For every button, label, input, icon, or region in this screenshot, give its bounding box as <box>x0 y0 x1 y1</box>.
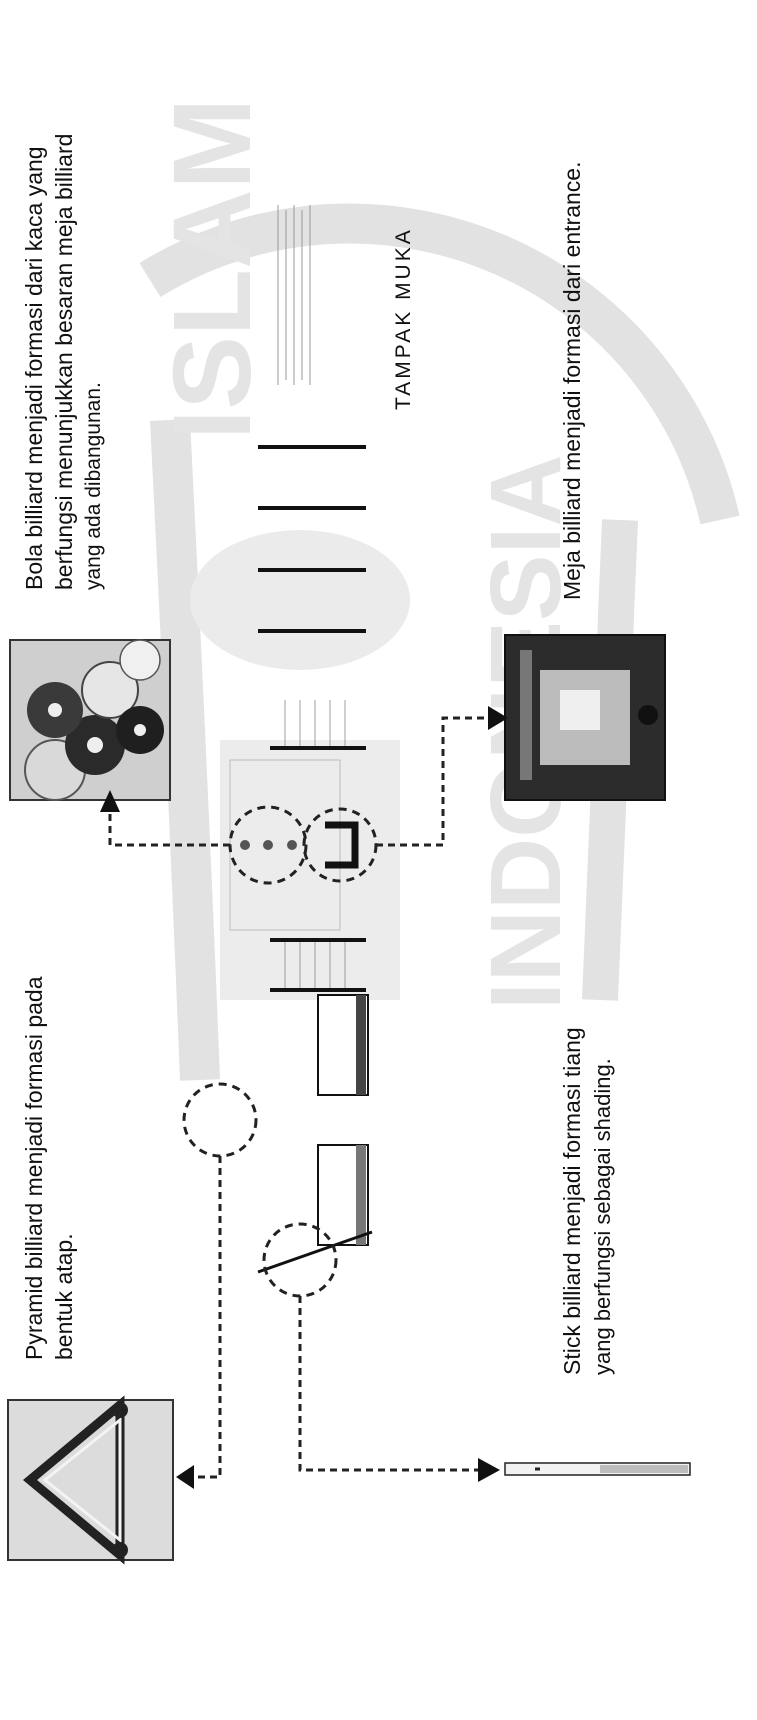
caption-stick-line-2: yang berfungsi sebagai shading. <box>590 1058 615 1375</box>
billiard-triangle-rack-photo <box>7 1395 174 1565</box>
caption-pyramid: Pyramid billiard menjadi formasi pada be… <box>21 976 77 1360</box>
caption-meja-line-1: Meja billiard menjadi formasi dari entra… <box>559 162 585 600</box>
caption-pyramid-line-2: bentuk atap. <box>51 1233 77 1360</box>
arrow-table-icon <box>488 706 508 730</box>
watermark-arc-left <box>150 419 220 1081</box>
callout-circle-stick <box>262 1222 338 1298</box>
watermark-logo: ISLAM INDONESIA <box>139 98 740 1081</box>
watermark-arc-top <box>139 203 740 525</box>
page-title: TAMPAK MUKA <box>392 227 415 410</box>
watermark-text-islam: ISLAM <box>151 98 274 440</box>
leader-table <box>376 716 490 847</box>
arrow-stick-icon <box>478 1458 500 1482</box>
caption-bola-line-1: Bola billiard menjadi formasi dari kaca … <box>21 146 47 590</box>
caption-bola: Bola billiard menjadi formasi dari kaca … <box>21 134 105 590</box>
arrow-balls-icon <box>100 790 120 812</box>
elevation-table-symbol <box>325 821 359 869</box>
caption-bola-line-3: yang ada dibangunan. <box>82 382 105 590</box>
elevation-panel-lower-shade <box>356 1145 366 1245</box>
watermark-block <box>220 740 400 1000</box>
elevation-ball-dots <box>240 840 297 850</box>
caption-pyramid-line-1: Pyramid billiard menjadi formasi pada <box>21 976 47 1360</box>
caption-bola-line-2: berfungsi menunjukkan besaran meja billi… <box>51 134 77 590</box>
caption-stick: Stick billiard menjadi formasi tiang yan… <box>559 1027 615 1375</box>
leader-pyramid <box>192 1156 222 1479</box>
watermark-dome <box>190 530 410 670</box>
callout-circle-pyramid <box>182 1082 258 1158</box>
caption-meja: Meja billiard menjadi formasi dari entra… <box>559 162 585 600</box>
billiard-table-photo <box>504 634 666 801</box>
leader-stick <box>298 1296 480 1472</box>
elevation-glass-hatch <box>277 205 311 385</box>
billiard-cue-stick-photo <box>504 1462 691 1476</box>
arrow-pyramid-icon <box>176 1465 194 1489</box>
leader-balls <box>108 810 230 847</box>
arrowheads <box>100 706 508 1489</box>
leaders <box>108 716 490 1479</box>
elevation-stick-line <box>257 1230 373 1274</box>
caption-stick-line-1: Stick billiard menjadi formasi tiang <box>559 1027 585 1375</box>
billiard-balls-photo <box>9 639 171 801</box>
elevation-panel-upper-shade <box>356 995 366 1095</box>
